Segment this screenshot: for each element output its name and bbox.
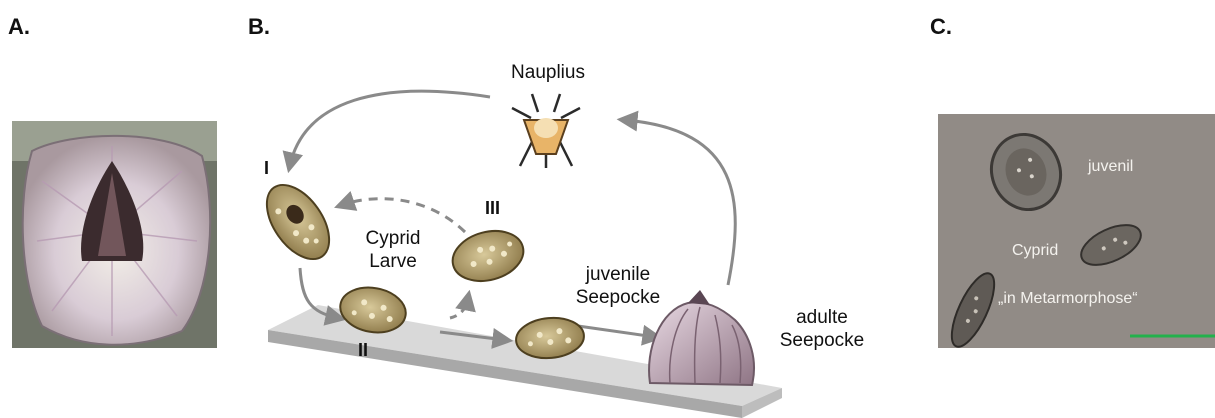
arrow-juvenile-to-adult bbox=[578, 326, 655, 337]
adult-line2: Seepocke bbox=[767, 330, 877, 353]
cyprid-larve-label: Cyprid Larve bbox=[348, 228, 438, 274]
arrow-adult-to-nauplius bbox=[625, 120, 735, 285]
stage-II-label: II bbox=[358, 340, 368, 361]
stage-III-label: III bbox=[485, 198, 500, 219]
cyprid-larve-line1: Cyprid bbox=[348, 228, 438, 251]
metamorphose-label: „in Metarmorphose“ bbox=[998, 290, 1138, 308]
nauplius-larva bbox=[512, 94, 580, 168]
adulte-seepocke-label: adulte Seepocke bbox=[767, 307, 877, 353]
arrow-nauplius-to-I bbox=[290, 91, 490, 165]
arrow-II-to-III bbox=[450, 298, 468, 318]
cyprid-larva-I bbox=[254, 174, 341, 270]
juvenile-seepocke-label: juvenile Seepocke bbox=[563, 264, 673, 310]
arrow-III-to-I bbox=[342, 199, 465, 232]
juvenile-line1: juvenile bbox=[563, 264, 673, 287]
juvenile-line2: Seepocke bbox=[563, 287, 673, 310]
cyprid-label: Cyprid bbox=[1012, 242, 1058, 260]
stage-I-label: I bbox=[264, 158, 269, 179]
micrograph-photo: juvenil Cyprid „in Metarmorphose“ bbox=[938, 114, 1215, 348]
juvenil-label: juvenil bbox=[1088, 158, 1133, 176]
cyprid-larve-line2: Larve bbox=[348, 251, 438, 274]
nauplius-label: Nauplius bbox=[498, 62, 598, 85]
adult-line1: adulte bbox=[767, 307, 877, 330]
cyprid-larva-III bbox=[447, 224, 529, 289]
